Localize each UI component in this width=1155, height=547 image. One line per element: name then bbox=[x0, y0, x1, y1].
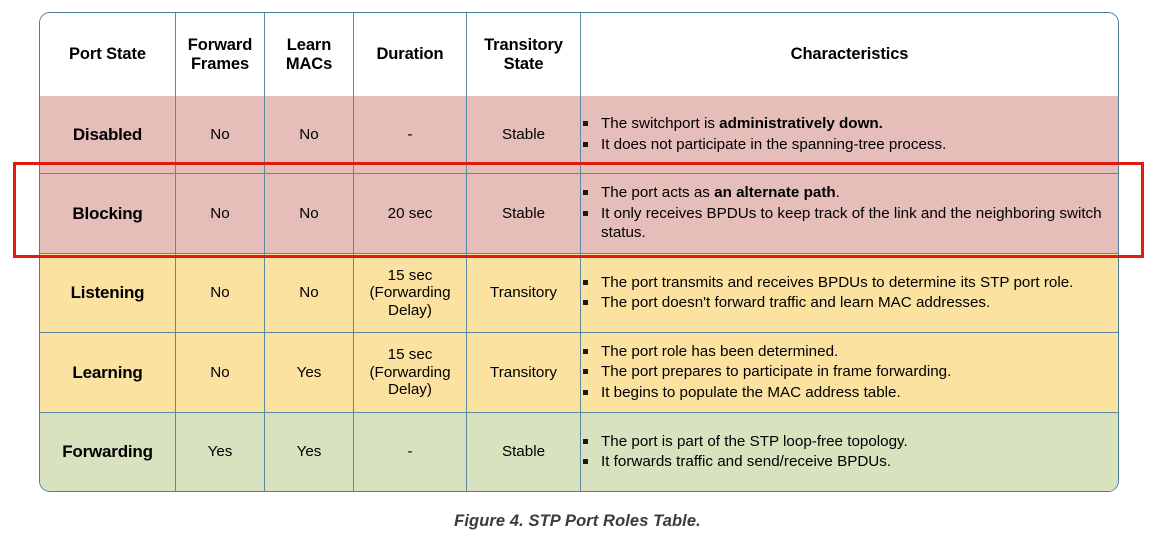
emphasis-text: an alternate path bbox=[714, 184, 836, 202]
cell-forward-frames: Yes bbox=[176, 413, 265, 491]
cell-duration: 20 sec bbox=[354, 174, 467, 254]
header-text-frames: Frames bbox=[190, 54, 250, 73]
header-text-duration: Duration bbox=[376, 45, 444, 64]
cell-transitory-state: Stable bbox=[467, 96, 581, 174]
cell-forward-frames: No bbox=[176, 96, 265, 174]
duration-line: Delay) bbox=[388, 301, 432, 319]
column-header-duration: Duration bbox=[354, 13, 467, 96]
header-text-forward: Forward bbox=[187, 36, 253, 55]
cell-learn-macs: No bbox=[265, 254, 354, 333]
cell-duration: - bbox=[354, 96, 467, 174]
column-header-transitory-state: Transitory State bbox=[467, 13, 581, 96]
characteristics-item: The port acts as an alternate path. bbox=[581, 183, 1118, 202]
duration-line: 20 sec bbox=[387, 204, 433, 222]
characteristics-list: The port role has been determined.The po… bbox=[581, 342, 1118, 402]
cell-transitory-state: Stable bbox=[467, 413, 581, 491]
characteristics-list: The port is part of the STP loop-free to… bbox=[581, 432, 1118, 472]
cell-port-state: Disabled bbox=[40, 96, 176, 174]
cell-duration: - bbox=[354, 413, 467, 491]
header-text-characteristics: Characteristics bbox=[790, 45, 909, 64]
cell-transitory-state: Transitory bbox=[467, 254, 581, 333]
emphasis-text: administratively down. bbox=[719, 115, 883, 133]
cell-forward-frames: No bbox=[176, 254, 265, 333]
cell-transitory-state: Transitory bbox=[467, 333, 581, 413]
characteristics-item: The port prepares to participate in fram… bbox=[581, 362, 1118, 381]
stp-port-states-table: Port State Forward Frames Learn MACs Dur… bbox=[39, 12, 1119, 492]
characteristics-list: The switchport is administratively down.… bbox=[581, 114, 1118, 154]
duration-line: - bbox=[407, 125, 413, 143]
column-header-learn-macs: Learn MACs bbox=[265, 13, 354, 96]
cell-characteristics: The switchport is administratively down.… bbox=[581, 96, 1118, 174]
figure-caption: Figure 4. STP Port Roles Table. bbox=[454, 512, 701, 530]
header-text-macs: MACs bbox=[285, 54, 333, 73]
column-header-characteristics: Characteristics bbox=[581, 13, 1118, 96]
header-text-learn: Learn bbox=[286, 36, 332, 55]
duration-line: Delay) bbox=[388, 381, 432, 399]
cell-characteristics: The port acts as an alternate path. It on… bbox=[581, 174, 1118, 254]
cell-learn-macs: Yes bbox=[265, 413, 354, 491]
column-header-port-state: Port State bbox=[40, 13, 176, 96]
stp-port-states-table-container: Port State Forward Frames Learn MACs Dur… bbox=[39, 12, 1119, 492]
cell-port-state: Listening bbox=[40, 254, 176, 333]
header-text-port-state: Port State bbox=[69, 45, 146, 64]
cell-learn-macs: No bbox=[265, 174, 354, 254]
cell-characteristics: The port role has been determined.The po… bbox=[581, 333, 1118, 413]
cell-forward-frames: No bbox=[176, 333, 265, 413]
characteristics-item: The port role has been determined. bbox=[581, 342, 1118, 361]
characteristics-item: It only receives BPDUs to keep track of … bbox=[581, 204, 1118, 243]
characteristics-item: It does not participate in the spanning-… bbox=[581, 135, 1118, 154]
characteristics-item: It forwards traffic and send/receive BPD… bbox=[581, 452, 1118, 471]
cell-port-state: Learning bbox=[40, 333, 176, 413]
characteristics-list: The port transmits and receives BPDUs to… bbox=[581, 273, 1118, 313]
characteristics-item: The port is part of the STP loop-free to… bbox=[581, 432, 1118, 451]
header-text-transitory: Transitory bbox=[484, 36, 563, 55]
characteristics-item: It begins to populate the MAC address ta… bbox=[581, 383, 1118, 402]
cell-characteristics: The port is part of the STP loop-free to… bbox=[581, 413, 1118, 491]
cell-forward-frames: No bbox=[176, 174, 265, 254]
duration-line: - bbox=[407, 443, 413, 461]
cell-learn-macs: Yes bbox=[265, 333, 354, 413]
table-header: Port State Forward Frames Learn MACs Dur… bbox=[40, 13, 1118, 96]
duration-line: 15 sec bbox=[387, 266, 433, 284]
cell-port-state: Forwarding bbox=[40, 413, 176, 491]
column-header-forward-frames: Forward Frames bbox=[176, 13, 265, 96]
cell-transitory-state: Stable bbox=[467, 174, 581, 254]
characteristics-item: The switchport is administratively down. bbox=[581, 114, 1118, 133]
characteristics-item: The port doesn't forward traffic and lea… bbox=[581, 293, 1118, 312]
characteristics-list: The port acts as an alternate path. It on… bbox=[581, 183, 1118, 242]
cell-port-state: Blocking bbox=[40, 174, 176, 254]
duration-line: 15 sec bbox=[387, 346, 433, 364]
cell-characteristics: The port transmits and receives BPDUs to… bbox=[581, 254, 1118, 333]
header-text-state: State bbox=[503, 54, 544, 73]
characteristics-item: The port transmits and receives BPDUs to… bbox=[581, 273, 1118, 292]
duration-line: (Forwarding bbox=[369, 284, 451, 302]
cell-learn-macs: No bbox=[265, 96, 354, 174]
header-row: Port State Forward Frames Learn MACs Dur… bbox=[40, 13, 1118, 96]
duration-line: (Forwarding bbox=[369, 363, 451, 381]
